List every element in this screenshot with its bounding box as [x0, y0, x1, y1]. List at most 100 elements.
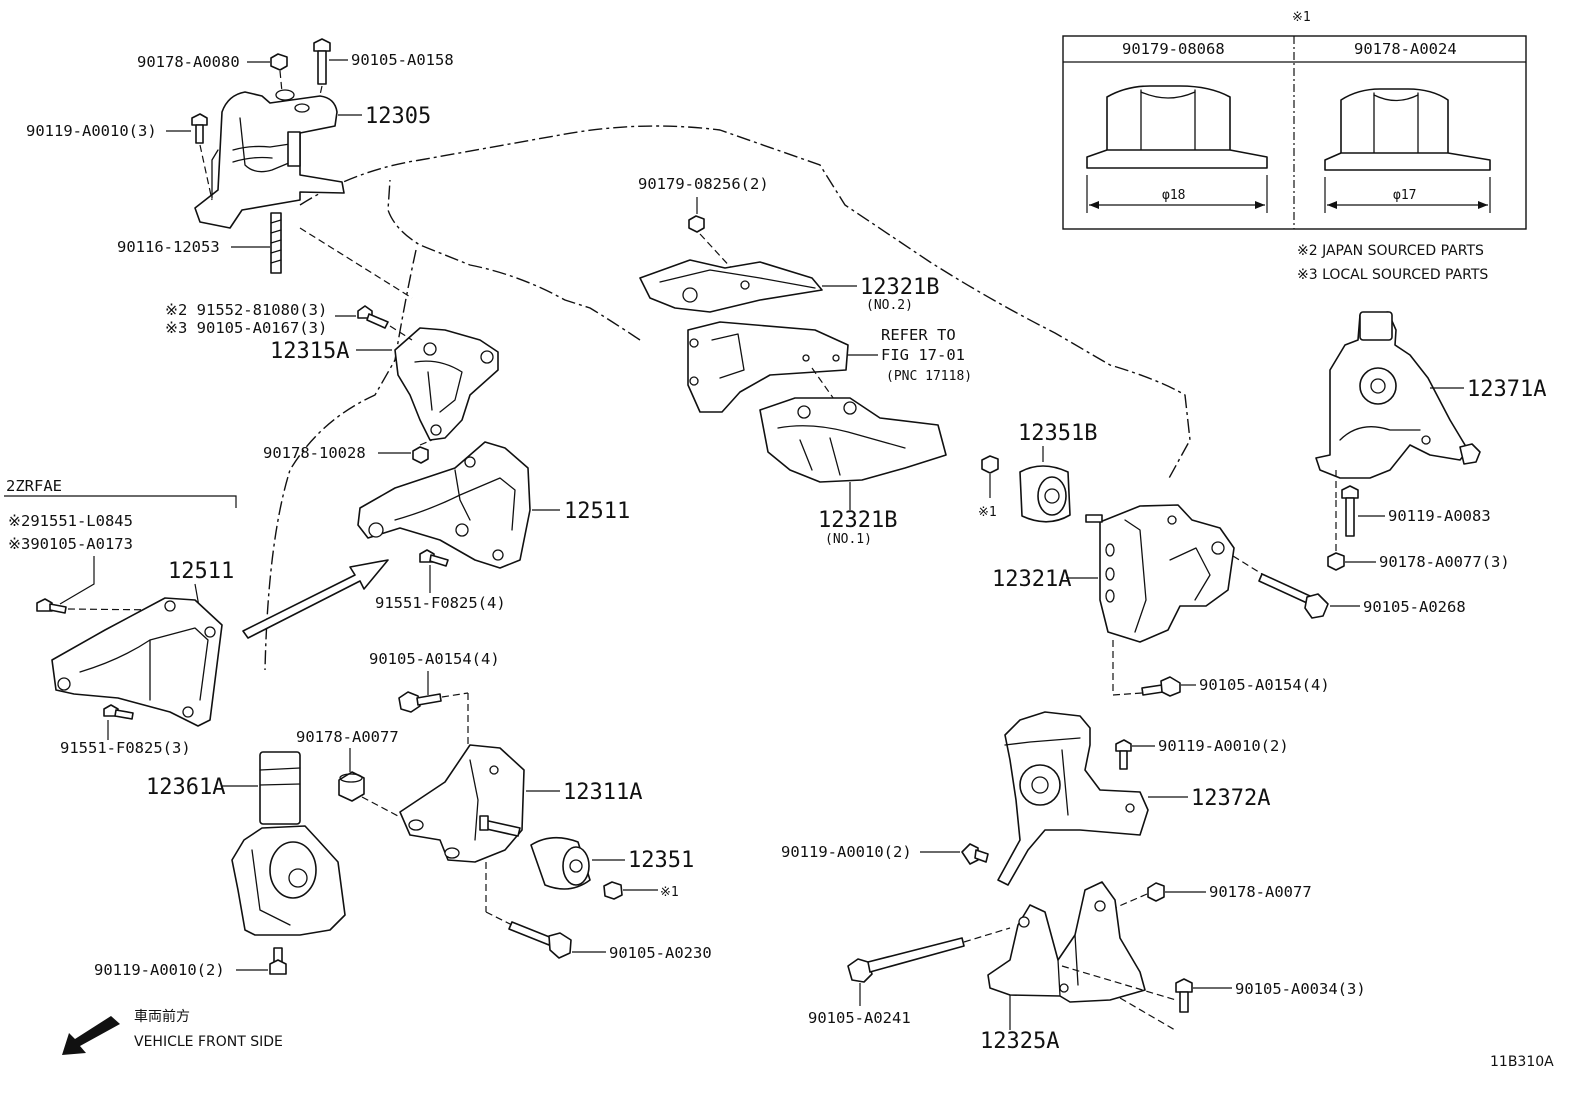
vehicle-front-en: VEHICLE FRONT SIDE — [134, 1034, 283, 1050]
label-12311A: 12311A — [563, 780, 642, 805]
assembly-arrow-icon — [242, 559, 389, 639]
label-91551-F0825-3: 91551-F0825(3) — [60, 739, 191, 757]
label-91551-F0825-4: 91551-F0825(4) — [375, 594, 506, 612]
label-12361A: 12361A — [146, 775, 225, 800]
nut-dim-1: φ18 — [1162, 188, 1185, 203]
label-12325A: 12325A — [980, 1029, 1059, 1054]
bolt-icon — [313, 38, 331, 85]
bracket-12325A — [987, 881, 1146, 1003]
bracket-12315A — [394, 327, 499, 441]
label-90105-A0167: ※3 90105-A0167(3) — [165, 319, 327, 337]
bolt-icon — [1141, 676, 1181, 697]
label-2ZRFAE: 2ZRFAE — [6, 477, 62, 495]
label-12351B: 12351B — [1018, 421, 1097, 446]
label-12305: 12305 — [365, 104, 431, 129]
label-mark1-b: ※1 — [660, 885, 679, 900]
bushing-12351 — [530, 836, 591, 890]
bolt-icon — [1258, 573, 1329, 619]
bolt-icon — [508, 921, 572, 959]
engine-mount-12372A — [997, 711, 1149, 886]
nut-dim-2: φ17 — [1393, 188, 1416, 203]
engine-mount-12305 — [194, 89, 345, 274]
label-90178-10028: 90178-10028 — [263, 444, 366, 462]
label-12372A: 12372A — [1191, 786, 1270, 811]
label-90116-12053: 90116-12053 — [117, 238, 220, 256]
engine-mount-12361A — [231, 751, 346, 936]
label-90178-A0077-center: 90178-A0077 — [296, 728, 399, 746]
engine-mount-12371A — [1315, 311, 1481, 479]
bolt-icon — [269, 947, 287, 975]
nut-icon — [412, 446, 429, 464]
vehicle-front-arrow-icon — [62, 1016, 120, 1055]
bolt-icon — [357, 305, 389, 329]
label-90105-A0154-4-center: 90105-A0154(4) — [369, 650, 500, 668]
label-12321B-no2: 12321B — [860, 275, 939, 300]
engine-outline — [299, 125, 1191, 481]
label-12371A: 12371A — [1467, 377, 1546, 402]
bolt-icon — [191, 113, 208, 144]
label-12321B-no1: 12321B — [818, 508, 897, 533]
flange-nut-small-icon: φ17 — [1324, 88, 1491, 213]
bolt-icon — [36, 598, 67, 614]
label-90105-A0241: 90105-A0241 — [808, 1009, 911, 1027]
label-12351: 12351 — [628, 848, 694, 873]
label-90178-A0077-3: 90178-A0077(3) — [1379, 553, 1510, 571]
nut-icon — [1147, 882, 1165, 902]
label-90105-A0230: 90105-A0230 — [609, 944, 712, 962]
label-90178-A0077-right: 90178-A0077 — [1209, 883, 1312, 901]
bolt-icon — [398, 691, 442, 713]
label-90119-A0083: 90119-A0083 — [1388, 507, 1491, 525]
heat-shield-12321B-no2 — [639, 259, 823, 313]
label-91551-L0845: ※291551-L0845 — [8, 512, 133, 530]
bracket-12321A — [1085, 504, 1235, 643]
bracket-12311A — [399, 744, 525, 863]
nut-icon — [688, 215, 705, 233]
bolt-icon — [1115, 739, 1132, 770]
label-pnc-17118: (PNC 17118) — [886, 369, 972, 384]
bracket-refer-17-01 — [687, 321, 849, 413]
label-90105-A0173: ※390105-A0173 — [8, 535, 133, 553]
bolt-icon — [419, 549, 449, 567]
label-no2: (NO.2) — [866, 298, 913, 313]
label-12321A: 12321A — [992, 567, 1071, 592]
nut-icon — [338, 771, 365, 802]
diagram-id: 11B310A — [1490, 1054, 1554, 1070]
nut-part-1: 90179-08068 — [1122, 40, 1225, 58]
bolt-icon — [1341, 485, 1359, 537]
engine-outline-left — [264, 249, 417, 671]
nut-icon — [270, 53, 288, 71]
nut-table-marker: ※1 — [1292, 10, 1311, 25]
bolt-icon — [103, 704, 134, 720]
label-90119-A0010-2-b: 90119-A0010(2) — [781, 843, 912, 861]
note-local-sourced: ※3 LOCAL SOURCED PARTS — [1297, 267, 1488, 283]
heat-shield-12321B-no1 — [759, 397, 947, 483]
bolt-icon — [961, 843, 989, 865]
bracket-12511-sub — [51, 597, 223, 727]
label-90105-A0034: 90105-A0034(3) — [1235, 980, 1366, 998]
bracket-12511-main — [357, 441, 531, 569]
label-91552-81080: ※2 91552-81080(3) — [165, 301, 327, 319]
label-12511-main: 12511 — [564, 499, 630, 524]
nut-icon — [981, 455, 999, 474]
nut-icon — [1327, 552, 1345, 571]
bolt-icon — [1175, 978, 1193, 1013]
label-fig-17-01: FIG 17-01 — [881, 346, 965, 364]
vehicle-front-jp: 車両前方 — [134, 1008, 190, 1025]
nut-part-2: 90178-A0024 — [1354, 40, 1457, 58]
label-refer-to: REFER TO — [881, 326, 956, 344]
label-90119-A0010-3: 90119-A0010(3) — [26, 122, 157, 140]
label-90178-A0080: 90178-A0080 — [137, 53, 240, 71]
flange-nut-large-icon: φ18 — [1086, 85, 1268, 213]
label-mark1-a: ※1 — [978, 505, 997, 520]
bolt-icon — [847, 937, 965, 983]
engine-outline-lower — [387, 179, 641, 341]
nut-reference-table: ※1 90179-08068 90178-A0024 φ18 — [1062, 10, 1527, 230]
bushing-12351B — [1019, 465, 1071, 523]
label-90179-08256: 90179-08256(2) — [638, 175, 769, 193]
nut-icon — [603, 881, 623, 900]
label-90119-A0010-2-c: 90119-A0010(2) — [94, 961, 225, 979]
label-90105-A0154-4-right: 90105-A0154(4) — [1199, 676, 1330, 694]
label-12315A: 12315A — [270, 339, 349, 364]
label-no1: (NO.1) — [825, 532, 872, 547]
